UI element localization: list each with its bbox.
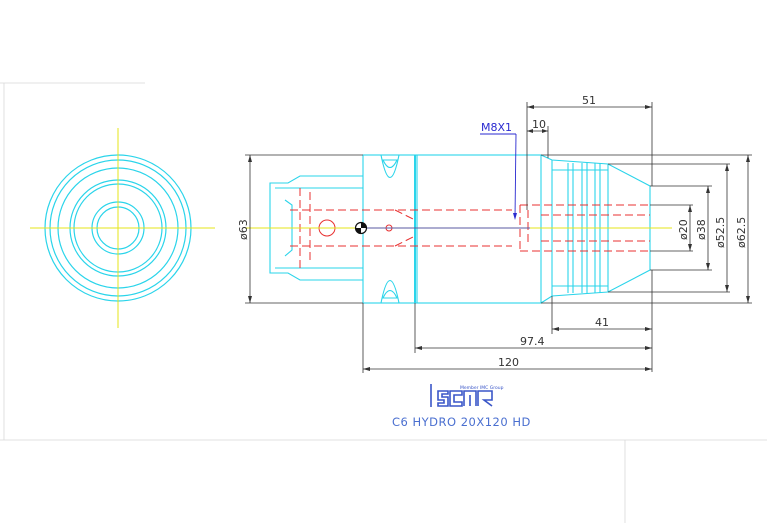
dim-dia-63: ø63	[237, 219, 250, 240]
dim-97-4: 97.4	[520, 335, 545, 348]
logo-tagline: Member IMC Group	[460, 385, 504, 391]
dim-dia-38: ø38	[695, 219, 708, 240]
hidden-lines	[290, 188, 650, 268]
logo-mark	[430, 384, 493, 407]
arrowheads	[248, 105, 750, 371]
dim-41: 41	[595, 316, 609, 329]
dim-120: 120	[498, 356, 519, 369]
iscar-logo: Member IMC Group	[430, 384, 504, 407]
side-view-outline	[269, 154, 651, 304]
thread-leader-arrow	[513, 213, 517, 220]
center-mark	[354, 221, 368, 235]
dimension-lines	[245, 102, 752, 373]
dim-dia-52-5: ø52.5	[714, 217, 727, 248]
drawing-title: C6 HYDRO 20X120 HD	[392, 415, 531, 429]
dim-dia-62-5: ø62.5	[735, 217, 748, 248]
thread-label: M8X1	[481, 121, 512, 134]
frame-lines	[0, 82, 767, 523]
dim-10: 10	[532, 118, 546, 131]
dim-dia-20: ø20	[677, 219, 690, 240]
dim-51: 51	[582, 94, 596, 107]
thread-leader	[480, 133, 517, 219]
end-view-centerlines	[30, 128, 215, 328]
